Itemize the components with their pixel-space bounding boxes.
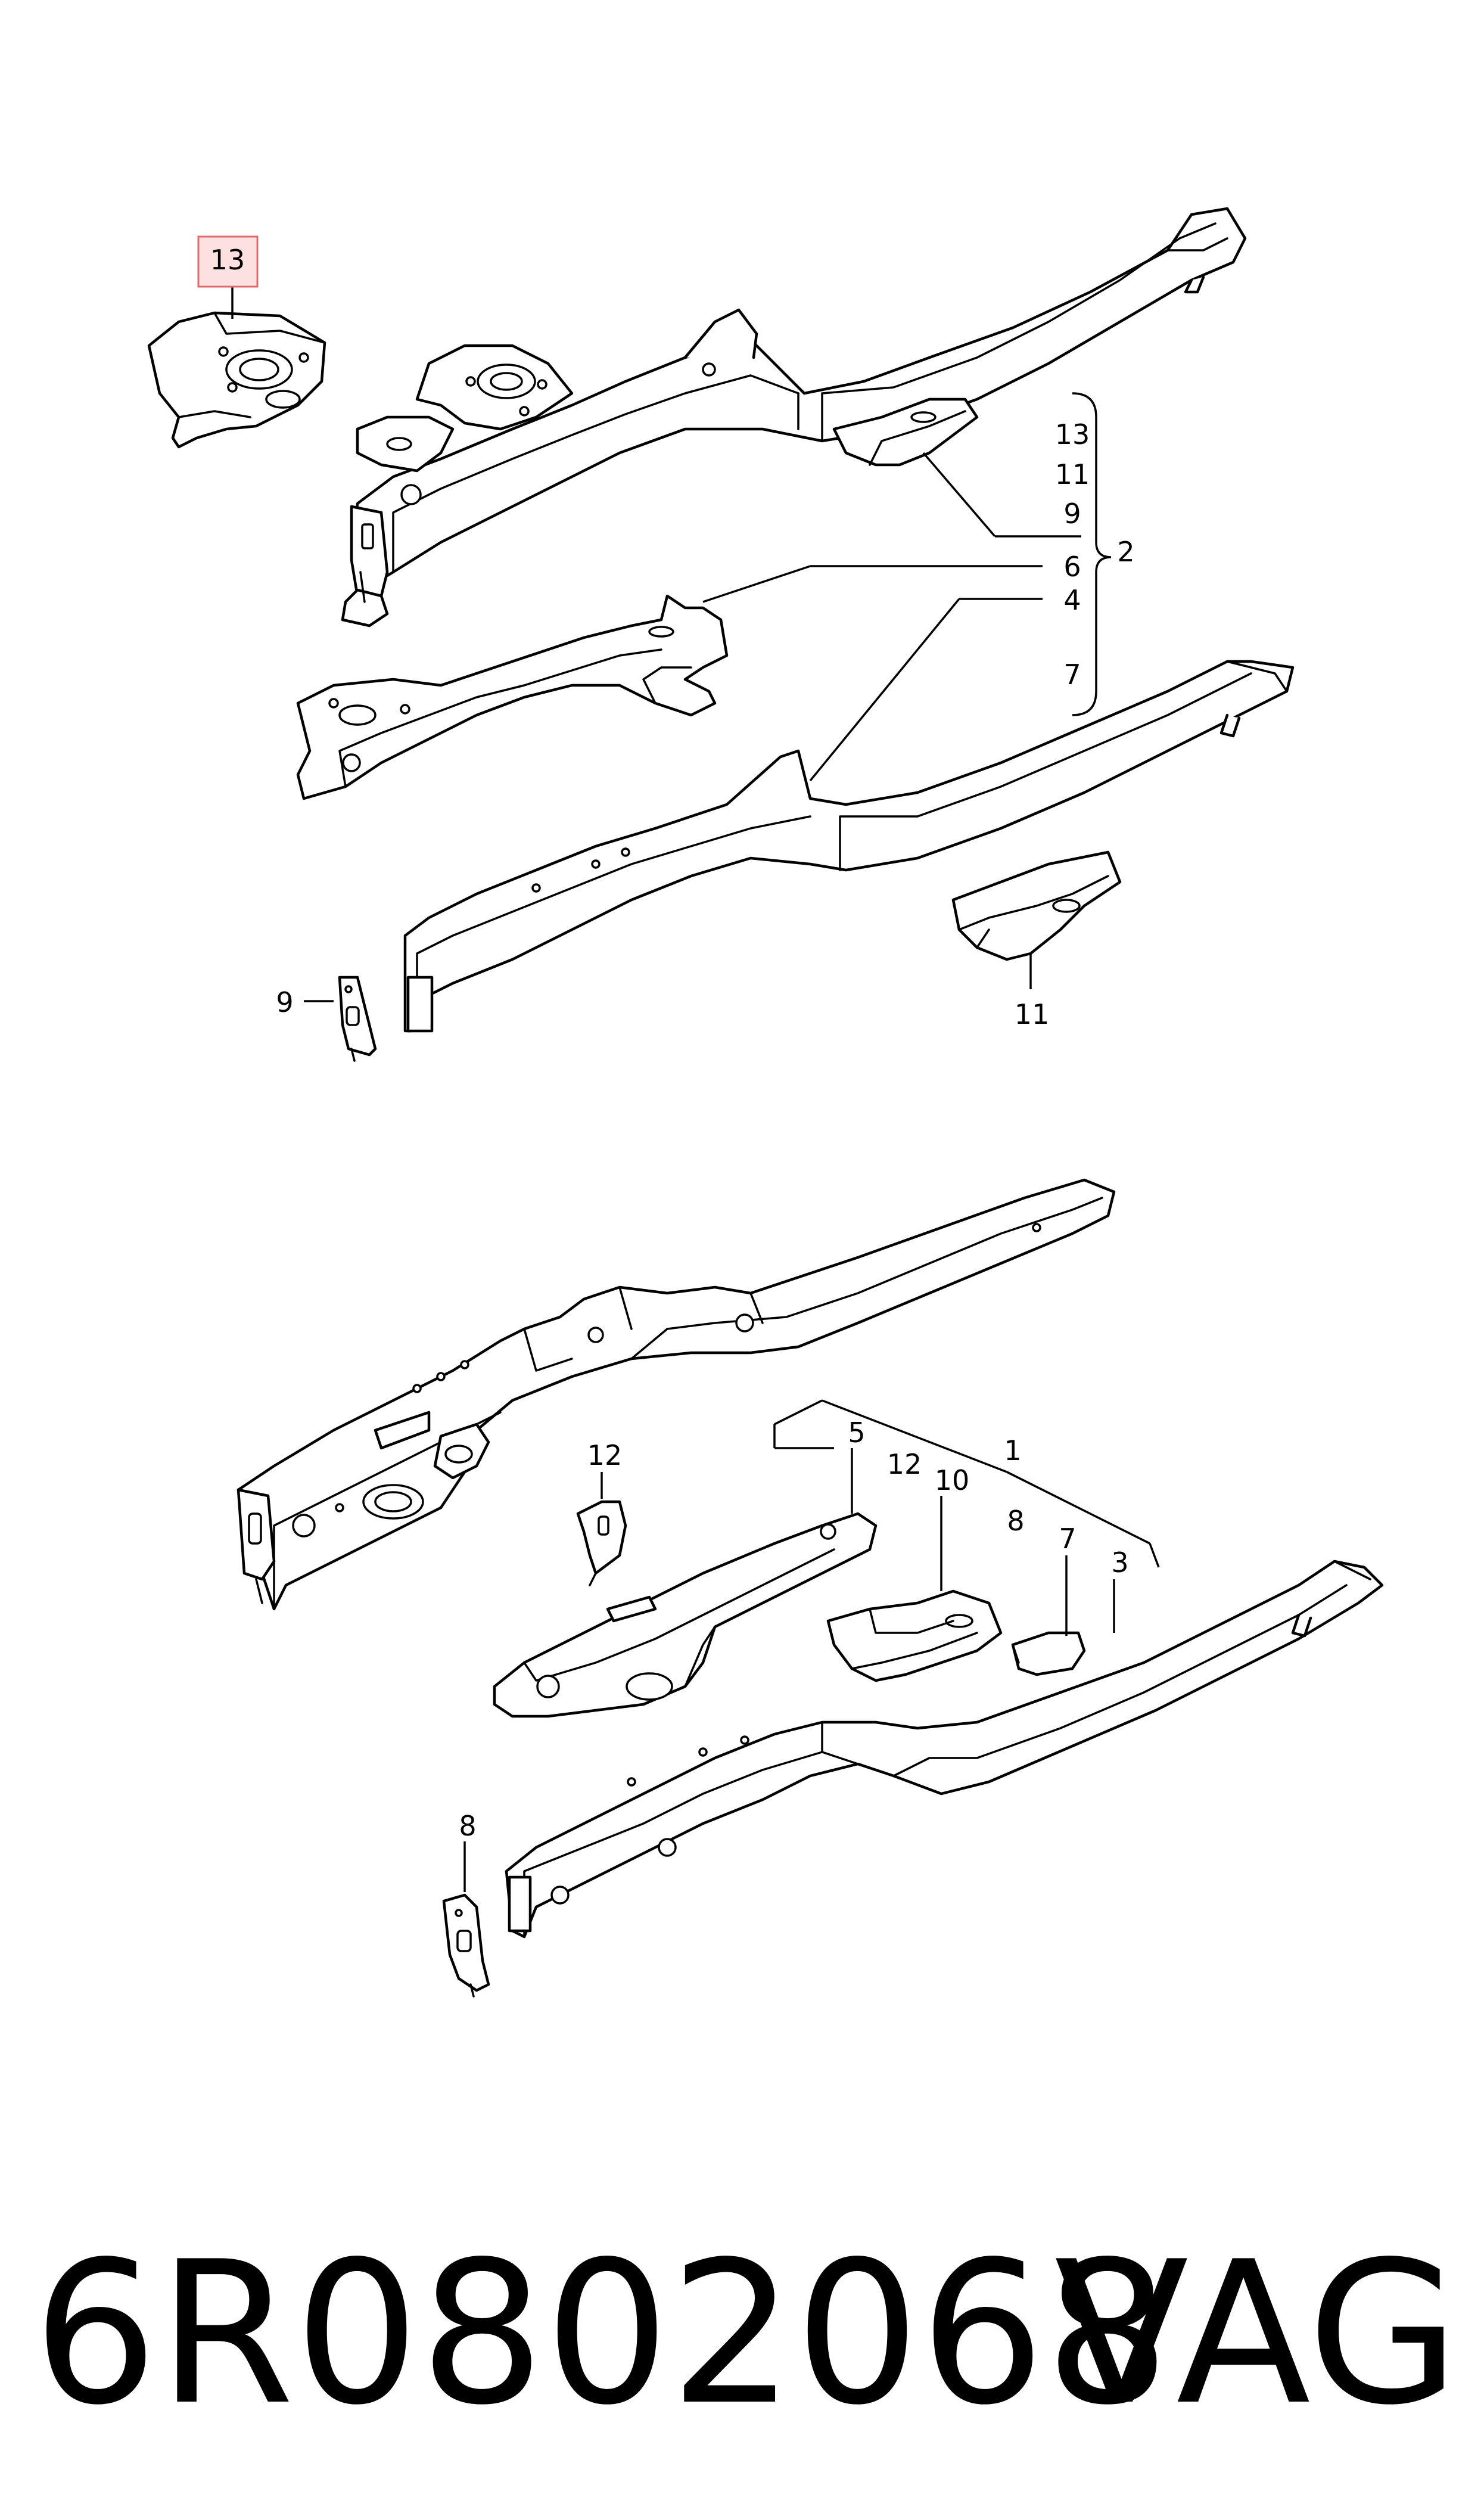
part-1-side-member	[237, 1178, 1384, 1939]
label-part-10: 10	[935, 1464, 970, 1496]
label-part-3: 3	[1111, 1546, 1128, 1579]
part-8-plate	[442, 1893, 490, 1998]
label-part-5: 5	[848, 1417, 865, 1449]
part-13-bracket	[147, 311, 326, 449]
part-10-bracket	[826, 1589, 1003, 1682]
label-part-8a: 8	[1007, 1505, 1024, 1537]
label-part-1: 1	[1004, 1434, 1021, 1467]
label-group-7: 7	[1063, 659, 1081, 691]
part-12-bracket	[576, 1500, 627, 1586]
label-part-8: 8	[459, 1810, 476, 1842]
part-11-bracket	[951, 850, 1122, 961]
label-group-13: 13	[1055, 418, 1090, 451]
label-highlight-13: 13	[210, 244, 245, 276]
label-group-11: 11	[1055, 458, 1090, 490]
label-group-2: 2	[1117, 536, 1134, 568]
label-part-7: 7	[1059, 1523, 1076, 1555]
label-part-11: 11	[1015, 998, 1050, 1030]
leader-lines	[231, 286, 1160, 1892]
label-group-6: 6	[1063, 551, 1081, 583]
callout-labels: 13 13 11 9 6 4 7 2 9 11 12 5 12 10 1 8 7…	[210, 244, 1135, 1842]
part-9-plate	[338, 976, 377, 1062]
part-4-longitudinal-member	[403, 660, 1295, 1033]
part-2-side-member-assembly	[341, 207, 1247, 628]
label-group-9: 9	[1063, 498, 1081, 530]
footer-brand: VAG	[1054, 2219, 1460, 2448]
label-group-4: 4	[1063, 584, 1081, 616]
label-part-12: 12	[587, 1439, 623, 1471]
label-part-9: 9	[276, 986, 293, 1018]
part-6-reinforcement	[296, 594, 729, 800]
label-part-12b: 12	[887, 1448, 922, 1480]
highlight-box-13	[197, 235, 259, 288]
footer-part-number: 6R0802068	[33, 2219, 1170, 2448]
part-7-patch	[1011, 1631, 1086, 1676]
